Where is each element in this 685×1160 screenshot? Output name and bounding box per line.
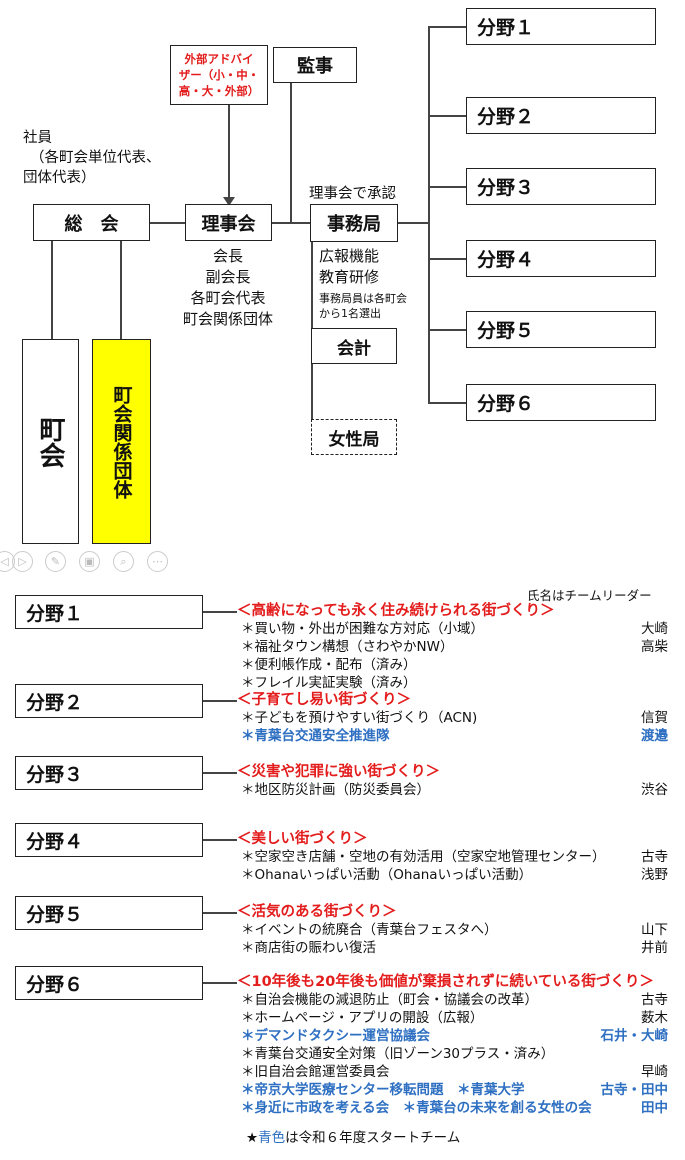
- connector: [428, 186, 466, 188]
- connector: [428, 26, 430, 403]
- connector: [428, 258, 466, 260]
- list-item: ＊地区防災計画（防災委員会）: [241, 782, 430, 798]
- connector: [120, 240, 122, 339]
- label-connector: [203, 700, 237, 702]
- approval-note: 理事会で承認: [309, 186, 396, 202]
- section-title: ＜10年後も20年後も価値が棄損されずに続いている街づくり＞: [237, 974, 654, 990]
- list-item: ＊便利帳作成・配布（済み）: [241, 657, 417, 673]
- connector: [228, 104, 230, 200]
- secretariat-functions: 広報機能 教育研修: [319, 247, 380, 286]
- team-leader-name: 古寺: [641, 849, 668, 865]
- more-icon[interactable]: ⋯: [147, 551, 168, 572]
- list-item: ＊帝京大学医療センター移転問題 ＊青葉大学: [241, 1082, 525, 1098]
- list-item: ＊商店街の賑わい復活: [241, 940, 376, 956]
- list-item: ＊買い物・外出が困難な方対応（小域）: [241, 621, 484, 637]
- list-field-label-6: 分野６: [15, 966, 203, 1000]
- list-item: ＊福祉タウン構想（さわやかNW）: [241, 639, 454, 655]
- list-field-label-5: 分野５: [15, 896, 203, 930]
- list-item: ＊青葉台交通安全対策（旧ゾーン30プラス・済み）: [241, 1046, 555, 1062]
- womens-bureau-box: 女性局: [311, 419, 397, 455]
- section-title: ＜活気のある街づくり＞: [237, 904, 397, 920]
- list-field-label-4: 分野４: [15, 823, 203, 857]
- next-icon[interactable]: ▷: [12, 551, 33, 572]
- team-leader-name: 早崎: [641, 1064, 668, 1080]
- connector: [428, 115, 466, 117]
- label-connector: [203, 982, 237, 984]
- connector: [290, 82, 292, 223]
- team-leader-name: 浅野: [641, 867, 668, 883]
- team-leader-name: 田中: [641, 1100, 668, 1116]
- leader-note: 氏名はチームリーダー: [527, 588, 652, 603]
- team-leader-name: 信賀: [641, 710, 668, 726]
- list-item: ＊フレイル実証実験（済み）: [241, 675, 417, 691]
- team-leader-name: 渡邉: [641, 728, 668, 744]
- team-leader-name: 薮木: [641, 1010, 668, 1026]
- team-leader-name: 大崎: [641, 621, 668, 637]
- section-title: ＜美しい街づくり＞: [237, 831, 368, 847]
- team-leader-name: 高柴: [641, 639, 668, 655]
- team-leader-name: 古寺・田中: [600, 1082, 669, 1098]
- auditor-box: 監事: [273, 47, 357, 83]
- board-box: 理事会: [185, 204, 272, 241]
- list-item: ＊子どもを預けやすい街づくり（ACN): [241, 710, 478, 726]
- board-members: 会長 副会長 各町会代表 町会関係団体: [182, 247, 273, 328]
- zoom-icon[interactable]: ⌕: [113, 551, 134, 572]
- connector: [398, 222, 428, 224]
- section-title: ＜高齢になっても永く住み続けられる街づくり＞: [237, 603, 555, 619]
- list-item: ＊空家空き店舗・空地の有効活用（空家空地管理センター）: [241, 849, 606, 865]
- connector: [428, 329, 466, 331]
- list-item: ＊旧自治会館運営委員会: [241, 1064, 390, 1080]
- list-item: ＊自治会機能の減退防止（町会・協議会の改革）: [241, 992, 538, 1008]
- secretariat-box: 事務局: [310, 204, 398, 242]
- field-box-5: 分野５: [466, 311, 656, 348]
- members-label: 社員 （各町会単位代表、 団体代表）: [23, 130, 161, 186]
- list-field-label-2: 分野２: [15, 684, 203, 718]
- footer-note: ★青色は令和６年度スタートチーム: [246, 1130, 461, 1146]
- label-connector: [203, 912, 237, 914]
- list-item: ＊ホームページ・アプリの開設（広報）: [241, 1010, 484, 1026]
- team-leader-name: 山下: [641, 922, 668, 938]
- list-item: ＊イベントの統廃合（青葉台フェスタへ）: [241, 922, 498, 938]
- secretariat-note: 事務局員は各町会 から1名選出: [319, 292, 407, 320]
- arrow-head: [223, 197, 235, 206]
- label-connector: [203, 772, 237, 774]
- list-field-label-1: 分野１: [15, 595, 203, 629]
- team-leader-name: 石井・大崎: [600, 1028, 669, 1044]
- field-box-4: 分野４: [466, 240, 656, 277]
- team-leader-name: 古寺: [641, 992, 668, 1008]
- section-title: ＜災害や犯罪に強い街づくり＞: [237, 764, 440, 780]
- team-leader-name: 井前: [641, 940, 668, 956]
- label-connector: [203, 611, 237, 613]
- slides-icon[interactable]: ▣: [79, 551, 100, 572]
- general-meeting-box: 総 会: [33, 204, 150, 241]
- field-box-6: 分野６: [466, 384, 656, 421]
- pen-icon[interactable]: ✎: [45, 551, 66, 572]
- label-connector: [203, 839, 237, 841]
- connector: [428, 402, 466, 404]
- list-item: ＊Ohanaいっぱい活動（Ohanaいっぱい活動）: [241, 867, 533, 883]
- list-item: ＊青葉台交通安全推進隊: [241, 728, 390, 744]
- related-groups-box: 町会関係団体: [92, 339, 151, 544]
- advisor-box: 外部アドバイ ザー（小・中・ 高・大・外部）: [170, 45, 268, 105]
- field-box-3: 分野３: [466, 168, 656, 205]
- town-box: 町会: [22, 339, 79, 544]
- field-box-2: 分野２: [466, 97, 656, 134]
- list-item: ＊デマンドタクシー運営協議会: [241, 1028, 430, 1044]
- connector: [428, 26, 466, 28]
- accounting-box: 会計: [311, 328, 397, 364]
- field-box-1: 分野１: [466, 8, 656, 45]
- section-title: ＜子育てし易い街づくり＞: [237, 692, 411, 708]
- team-leader-name: 渋谷: [641, 782, 668, 798]
- list-item: ＊身近に市政を考える会 ＊青葉台の未来を創る女性の会: [241, 1100, 592, 1116]
- connector: [51, 240, 53, 339]
- connector: [150, 222, 185, 224]
- list-field-label-3: 分野３: [15, 756, 203, 790]
